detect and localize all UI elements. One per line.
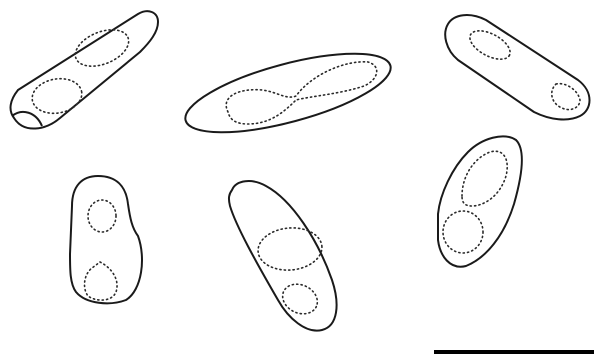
cell-4-inclusion-upper (88, 200, 116, 232)
cell-5-inclusion-upper (256, 225, 323, 272)
cell-2-outline (178, 38, 398, 149)
cell-6-outline (438, 136, 522, 266)
cell-1-inclusion-lower (29, 75, 84, 117)
cell-4-inclusion-lower (85, 262, 118, 300)
cell-6-inclusion-lower (443, 211, 483, 253)
cell-6-inclusion-upper (462, 151, 507, 206)
cell-5-inclusion-lower (278, 279, 322, 320)
cell-1-outline (11, 11, 158, 128)
cell-5-outline (229, 181, 337, 331)
cell-4-outline (70, 176, 142, 303)
cell-1 (11, 11, 158, 128)
cell-3-inclusion-lower (552, 84, 580, 110)
cell-6 (438, 136, 522, 266)
cell-3-outline (445, 15, 589, 119)
cell-4 (70, 176, 142, 303)
cell-2 (178, 38, 398, 149)
cell-3-inclusion-upper (465, 25, 514, 65)
cell-3 (445, 15, 589, 119)
cell-1-end-cap (12, 112, 42, 126)
cell-5 (229, 181, 337, 331)
cell-2-inclusion-figure-eight (226, 62, 377, 124)
